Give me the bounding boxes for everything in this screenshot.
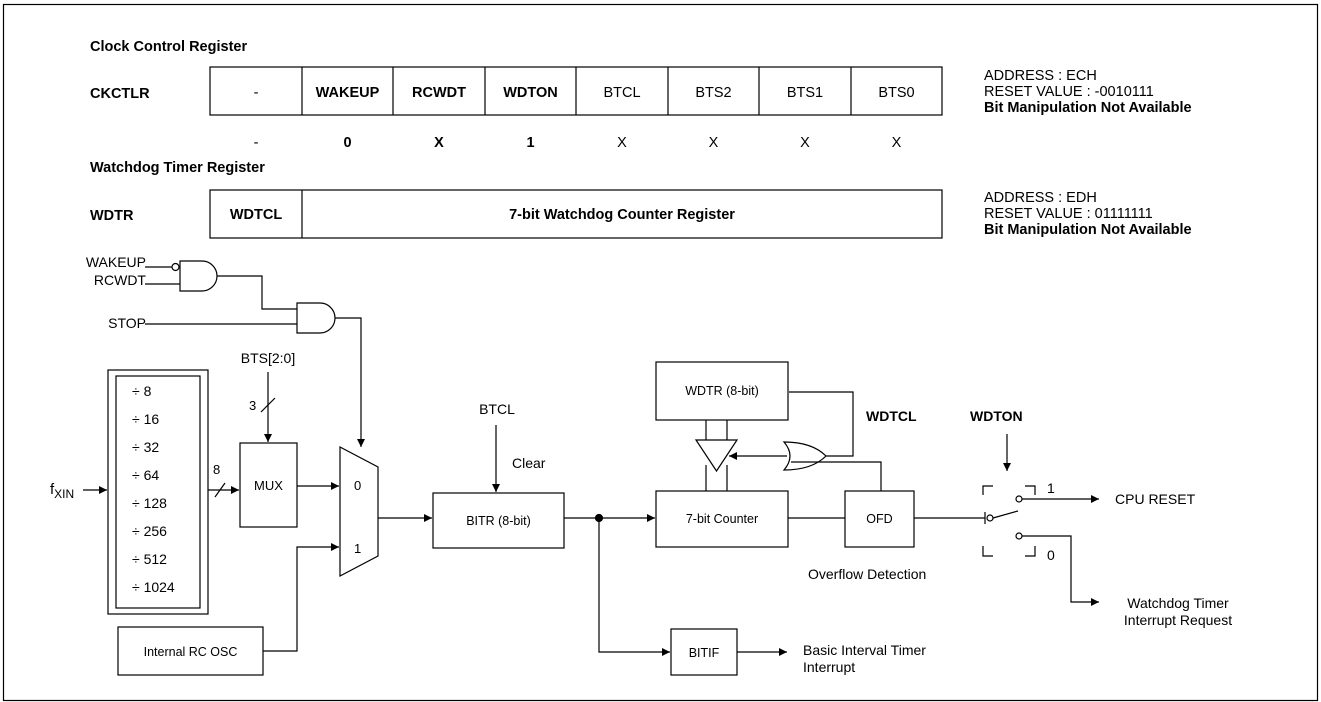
bit-interrupt-label-2: Interrupt [803, 659, 855, 675]
ckctlr-bit-4: WDTON [503, 85, 558, 101]
switch-label-1: 1 [1047, 480, 1055, 496]
block-diagram: WAKEUP RCWDT STOP ÷ 8 ÷ 16 ÷ 32 ÷ 64 ÷ 1… [50, 254, 1232, 676]
ckctlr-bit-5: RCWDT [412, 85, 466, 101]
prescaler-divider-inner [115, 375, 201, 609]
or-gate [782, 441, 827, 471]
fxin-label: fXIN [50, 481, 74, 501]
wdtr-table [209, 189, 943, 239]
wdtr-reset-value: RESET VALUE : 01111111 [984, 206, 1153, 222]
ckctlr-register: Clock Control Register CKCTLR - WAKEUP R… [90, 39, 1192, 151]
ofd-label: OFD [866, 512, 892, 526]
divider-item: ÷ 64 [132, 467, 159, 483]
ckctlr-bit-0: BTS0 [878, 85, 914, 101]
bitr-box [432, 492, 565, 549]
wdtr-counter-field: 7-bit Watchdog Counter Register [509, 207, 735, 223]
ckctlr-reset-bit-3: X [617, 135, 627, 151]
page-border [2, 3, 1319, 702]
stop-input-label: STOP [108, 315, 146, 331]
divider-item: ÷ 256 [132, 523, 167, 539]
bts-width-label: 3 [249, 398, 256, 413]
internal-rc-osc-label: Internal RC OSC [144, 645, 238, 659]
ckctlr-dividers [301, 67, 852, 115]
7bit-counter-box [655, 490, 789, 548]
7bit-counter-label: 7-bit Counter [686, 512, 758, 526]
wdtr-name: WDTR [90, 208, 134, 224]
ckctlr-reset-bit-2: X [709, 135, 719, 151]
ckctlr-reset-bit-0: X [892, 135, 902, 151]
and-gate-2 [296, 302, 336, 334]
divider-item: ÷ 1024 [132, 579, 175, 595]
bitif-box [670, 628, 738, 676]
clock-select-mux [339, 446, 379, 577]
ckctlr-bit-2: BTS2 [695, 85, 731, 101]
load-buffer [694, 439, 739, 473]
overflow-detection-label: Overflow Detection [808, 566, 926, 582]
ckctlr-name: CKCTLR [90, 86, 150, 102]
ckctlr-address: ADDRESS : ECH [984, 68, 1097, 84]
wakeup-input-label: WAKEUP [86, 254, 146, 270]
mux-box [239, 442, 298, 528]
and-gate-1 [179, 260, 218, 292]
btcl-label: BTCL [479, 401, 515, 417]
bts-label: BTS[2:0] [241, 350, 295, 366]
wdt-irq-label-1: Watchdog Timer [1127, 595, 1229, 611]
mux2-input-0: 0 [354, 478, 361, 493]
wdton-label: WDTON [970, 408, 1023, 424]
wdtr-note: Bit Manipulation Not Available [984, 222, 1192, 238]
ckctlr-reset-bit-4: 1 [526, 135, 534, 151]
bitr-label: BITR (8-bit) [466, 514, 531, 528]
ckctlr-reset-value: RESET VALUE : -0010111 [984, 84, 1154, 100]
wdtcl-label: WDTCL [866, 408, 917, 424]
divider-item: ÷ 32 [132, 439, 159, 455]
wdtr-section-title: Watchdog Timer Register [90, 160, 265, 176]
divider-item: ÷ 128 [132, 495, 167, 511]
wdtr-8bit-box [655, 361, 789, 421]
mux-label: MUX [254, 478, 283, 493]
clear-label: Clear [512, 455, 546, 471]
wdtr-address: ADDRESS : EDH [984, 190, 1097, 206]
bus-width-label: 8 [213, 462, 220, 477]
mux2-input-1: 1 [354, 541, 361, 556]
divider-item: ÷ 8 [132, 383, 152, 399]
bit-interrupt-label-1: Basic Interval Timer [803, 642, 926, 658]
prescaler-divider-box [107, 369, 209, 615]
ckctlr-reset-bit-7: - [254, 135, 259, 151]
wdtr-bit-7: WDTCL [230, 207, 282, 223]
ckctlr-bit-6: WAKEUP [316, 85, 380, 101]
ckctlr-reset-bit-5: X [434, 135, 444, 151]
inverter-bubble [171, 262, 180, 272]
ckctlr-reset-bit-6: 0 [343, 135, 351, 151]
wdtr-register: Watchdog Timer Register WDTR WDTCL 7-bit… [90, 160, 1192, 239]
wdtr-8bit-label: WDTR (8-bit) [685, 384, 759, 398]
rcwdt-input-label: RCWDT [94, 272, 147, 288]
ckctlr-bit-7: - [254, 85, 259, 101]
switch-label-0: 0 [1047, 547, 1055, 563]
wdton-switch [982, 485, 1036, 557]
bitif-label: BITIF [689, 646, 720, 660]
ckctlr-bit-1: BTS1 [787, 85, 823, 101]
divider-item: ÷ 16 [132, 411, 159, 427]
ofd-box [844, 490, 915, 548]
ckctlr-note: Bit Manipulation Not Available [984, 100, 1192, 116]
ckctlr-section-title: Clock Control Register [90, 39, 247, 55]
divider-item: ÷ 512 [132, 551, 167, 567]
cpu-reset-label: CPU RESET [1115, 491, 1196, 507]
internal-rc-osc-box [117, 626, 264, 676]
ckctlr-bit-3: BTCL [603, 85, 640, 101]
ckctlr-reset-bit-1: X [800, 135, 810, 151]
wdt-irq-label-2: Interrupt Request [1124, 612, 1232, 628]
